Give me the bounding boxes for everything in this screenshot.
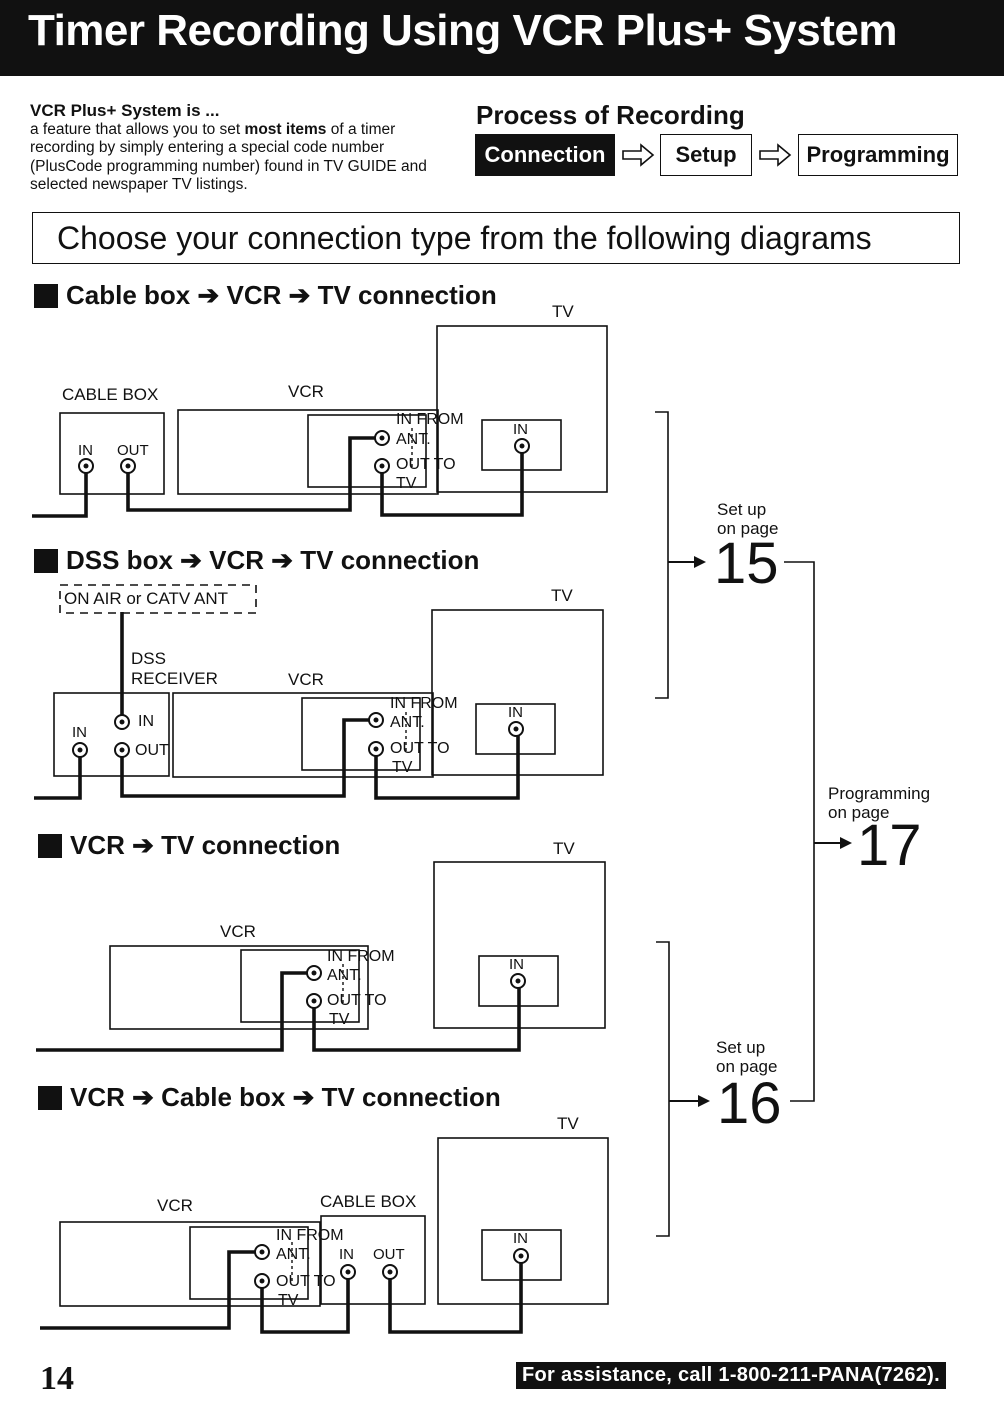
vcr-box-2 bbox=[172, 692, 434, 778]
vcr-box-3 bbox=[109, 945, 369, 1030]
dss-label: DSS bbox=[131, 649, 166, 668]
square-bullet-icon bbox=[34, 283, 58, 308]
process-title: Process of Recording bbox=[476, 100, 745, 130]
intro-rest: a timer recording by simply entering a s… bbox=[30, 120, 427, 194]
out-to-label: OUT TO bbox=[327, 992, 387, 1009]
tv-label: TV bbox=[557, 1114, 579, 1133]
programming-ref-label: Programming on page bbox=[828, 784, 931, 822]
page-number: 14 bbox=[40, 1360, 74, 1397]
out-label: OUT bbox=[373, 1246, 405, 1263]
tv-box-4 bbox=[437, 1137, 609, 1305]
vcr-box-1 bbox=[177, 409, 439, 495]
square-bullet-icon bbox=[38, 1085, 62, 1110]
choose-text: Choose your connection type from the fol… bbox=[57, 219, 872, 256]
dss-box bbox=[53, 692, 170, 777]
out-to-label: OUT TO bbox=[390, 740, 450, 757]
ant-label: ANT. bbox=[396, 431, 431, 448]
in-from-label: IN FROM bbox=[396, 411, 464, 428]
vcr-label: VCR bbox=[220, 922, 256, 941]
vcr-box-4 bbox=[59, 1221, 321, 1307]
intro-bold: most items bbox=[244, 120, 327, 138]
tv-label: TV bbox=[553, 839, 575, 858]
tv-label: TV bbox=[551, 586, 573, 605]
in-from-label: IN FROM bbox=[390, 695, 458, 712]
intro-line-c: of bbox=[326, 120, 344, 138]
tv-small-label: TV bbox=[278, 1292, 299, 1309]
header-bar bbox=[0, 0, 1004, 76]
tv-small-label: TV bbox=[329, 1011, 350, 1028]
cable-box-4 bbox=[320, 1215, 426, 1305]
intro-heading: VCR Plus+ System is ... bbox=[30, 101, 220, 120]
page-title: Timer Recording Using VCR Plus+ System bbox=[28, 6, 898, 55]
intro-text: VCR Plus+ System is ... a feature that a… bbox=[30, 101, 440, 195]
tv-small-label: TV bbox=[396, 475, 417, 492]
in-label: IN bbox=[513, 1230, 528, 1247]
section-heading-cable: Cable box ➔ VCR ➔ TV connection bbox=[34, 280, 497, 311]
section-heading-vcr-cable: VCR ➔ Cable box ➔ TV connection bbox=[38, 1082, 501, 1113]
step-setup: Setup bbox=[660, 134, 752, 176]
step-arrow-icon bbox=[759, 143, 792, 167]
tv-label: TV bbox=[552, 302, 574, 321]
in-label: IN bbox=[513, 421, 528, 438]
section-heading-dss: DSS box ➔ VCR ➔ TV connection bbox=[34, 545, 479, 576]
vcr-label: VCR bbox=[157, 1196, 193, 1215]
vcr-label: VCR bbox=[288, 382, 324, 401]
in-from-label: IN FROM bbox=[327, 948, 395, 965]
ant-label: ANT. bbox=[327, 967, 362, 984]
out-label: OUT bbox=[117, 442, 149, 459]
step-connection: Connection bbox=[475, 134, 615, 176]
out-to-label: OUT TO bbox=[396, 456, 456, 473]
intro-line-a: a feature that allows you to set bbox=[30, 120, 245, 138]
step-programming: Programming bbox=[798, 134, 958, 176]
square-bullet-icon bbox=[34, 548, 58, 573]
page-ref-15: 15 bbox=[714, 531, 779, 596]
section-heading-vcr-tv: VCR ➔ TV connection bbox=[38, 830, 340, 861]
out-label: OUT bbox=[135, 742, 169, 759]
antenna-label: ON AIR or CATV ANT bbox=[64, 589, 229, 608]
step-arrow-icon bbox=[622, 143, 655, 167]
page-ref-17: 17 bbox=[857, 813, 922, 878]
cable-box-label: CABLE BOX bbox=[62, 385, 159, 404]
square-bullet-icon bbox=[38, 833, 62, 858]
in-label: IN bbox=[339, 1246, 354, 1263]
out-to-label: OUT TO bbox=[276, 1273, 336, 1290]
in-from-label: IN FROM bbox=[276, 1227, 344, 1244]
choose-connection-box: Choose your connection type from the fol… bbox=[32, 212, 960, 264]
ant-label: ANT. bbox=[390, 714, 425, 731]
in-label: IN bbox=[509, 956, 524, 973]
in-label: IN bbox=[72, 724, 87, 741]
receiver-label: RECEIVER bbox=[131, 669, 218, 688]
tv-small-label: TV bbox=[392, 759, 413, 776]
setup-ref-label-15: Set up on page bbox=[717, 500, 779, 538]
cable-box-1 bbox=[59, 412, 165, 495]
in-label: IN bbox=[138, 713, 154, 730]
cable-box-label: CABLE BOX bbox=[320, 1192, 417, 1211]
in-label: IN bbox=[78, 442, 93, 459]
vcr-label: VCR bbox=[288, 670, 324, 689]
assistance-banner: For assistance, call 1-800-211-PANA(7262… bbox=[516, 1362, 946, 1389]
in-label: IN bbox=[508, 704, 523, 721]
ant-label: ANT. bbox=[276, 1246, 311, 1263]
page-ref-16: 16 bbox=[717, 1071, 782, 1136]
setup-ref-label-16: Set up on page bbox=[716, 1038, 778, 1076]
